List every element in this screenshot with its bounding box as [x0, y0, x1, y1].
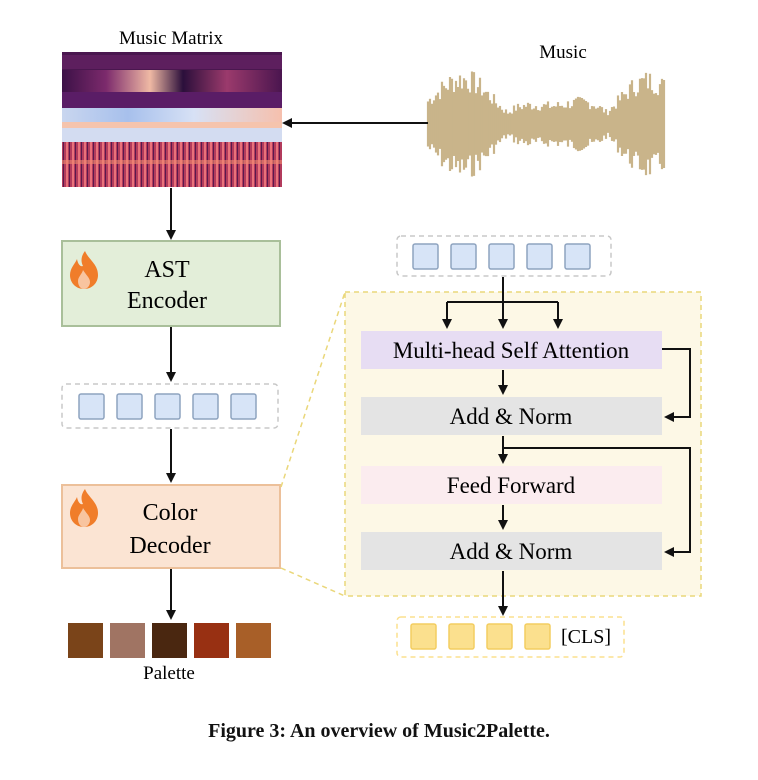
add-norm-block-1 [361, 397, 662, 435]
token-square [526, 243, 553, 270]
palette-swatch [110, 623, 145, 658]
token-square [486, 623, 513, 650]
add-norm-label-1: Add & Norm [450, 404, 573, 429]
palette-swatch [152, 623, 187, 658]
figure-caption: Figure 3: An overview of Music2Palette. [208, 720, 550, 742]
token-square [116, 393, 143, 420]
multi-head-self-attention-block [361, 331, 662, 369]
token-square [524, 623, 551, 650]
music-label: Music [539, 42, 587, 63]
token-square [230, 393, 257, 420]
residual-connection-1 [662, 348, 691, 422]
add-norm-label-2: Add & Norm [450, 539, 573, 564]
encoder-token-sequence [61, 383, 279, 429]
multi-head-self-attention-label: Multi-head Self Attention [393, 338, 630, 363]
flame-icon [70, 489, 98, 527]
palette-swatch [194, 623, 229, 658]
music-matrix-image [62, 52, 282, 187]
token-square [412, 243, 439, 270]
palette-label: Palette [143, 663, 195, 684]
token-square [488, 243, 515, 270]
palette-swatch [68, 623, 103, 658]
token-square [450, 243, 477, 270]
output-token-sequence: [CLS] [396, 616, 625, 658]
residual-connection-2 [503, 447, 691, 557]
palette-swatches [68, 623, 271, 658]
input-token-sequence [396, 235, 612, 277]
palette-swatch [236, 623, 271, 658]
feed-forward-block [361, 466, 662, 504]
color-decoder-label-line2: Decoder [129, 533, 210, 559]
feed-forward-label: Feed Forward [447, 473, 576, 498]
zoom-line-bottom [280, 567, 346, 597]
token-square [192, 393, 219, 420]
attention-input-arrows [442, 277, 563, 329]
zoom-line-top [280, 291, 346, 488]
token-square [154, 393, 181, 420]
ast-encoder-label-line2: Encoder [127, 288, 207, 314]
token-square [564, 243, 591, 270]
flame-icon [70, 251, 98, 289]
music-waveform [426, 71, 666, 177]
color-decoder-block: Color Decoder [61, 484, 281, 569]
ast-encoder-block: AST Encoder [61, 240, 281, 327]
add-norm-block-2 [361, 532, 662, 570]
token-square [448, 623, 475, 650]
token-square [78, 393, 105, 420]
ast-encoder-label-line1: AST [144, 257, 190, 283]
token-square [410, 623, 437, 650]
color-decoder-label-line1: Color [143, 500, 198, 526]
cls-token-label: [CLS] [561, 626, 611, 648]
music-matrix-label: Music Matrix [119, 28, 223, 49]
